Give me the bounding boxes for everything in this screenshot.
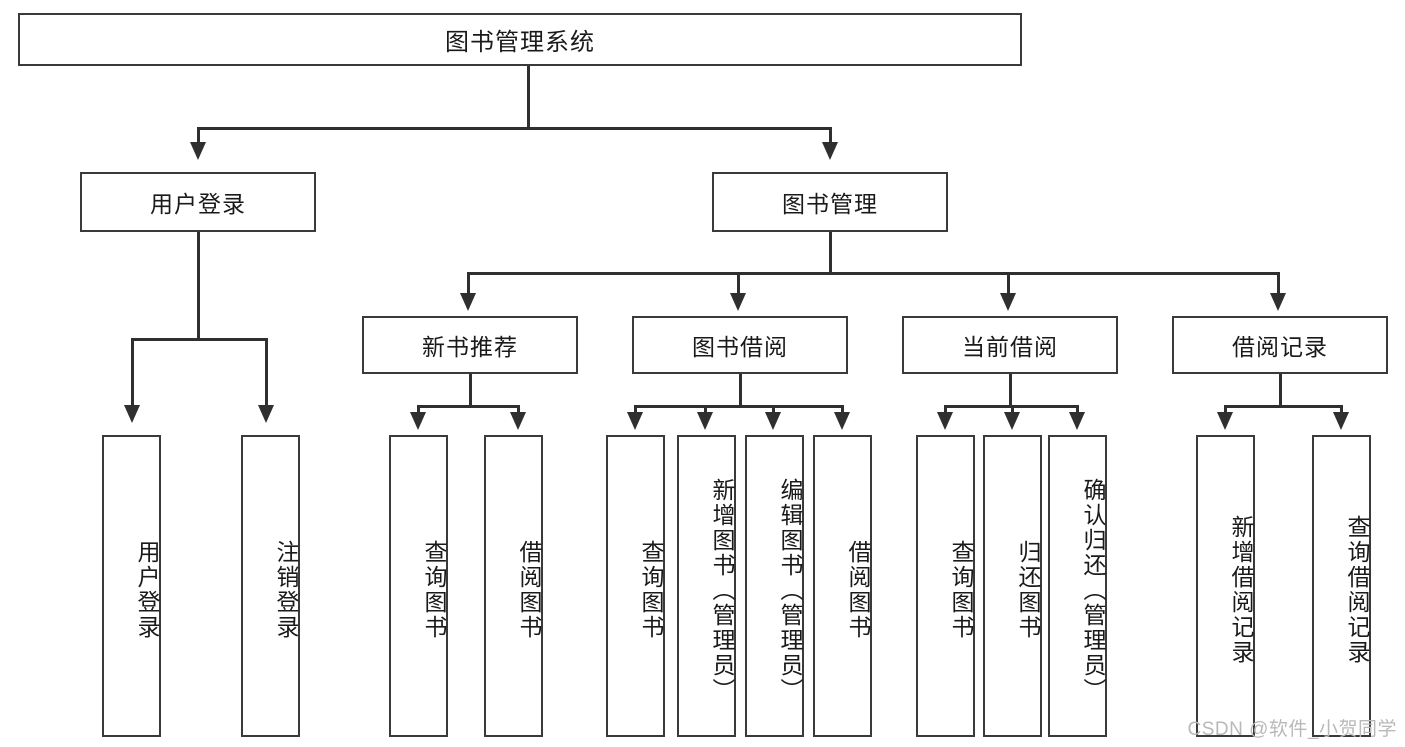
leaf-query-book-current[interactable]: 查询图书 — [916, 435, 975, 737]
connector-user-login-bus — [131, 338, 267, 341]
connector-root-stem — [527, 66, 530, 129]
watermark-text: CSDN @软件_小贺同学 — [1187, 719, 1397, 740]
connector-level3-drop-1 — [467, 272, 470, 294]
connector-borrow-bus — [634, 405, 843, 408]
leaf-user-login[interactable]: 用户登录 — [102, 435, 161, 737]
node-label: 图书借阅 — [692, 334, 788, 360]
leaf-label: 借阅图书 — [516, 540, 542, 640]
arrow-to-leaf-query-book-2 — [627, 412, 643, 430]
leaf-borrow-book-recommend[interactable]: 借阅图书 — [484, 435, 543, 737]
connector-level3-drop-4 — [1277, 272, 1280, 294]
arrow-to-leaf-return-book — [1004, 412, 1020, 430]
leaf-label: 查询图书 — [638, 540, 664, 640]
node-label: 用户登录 — [150, 191, 246, 217]
leaf-add-book-admin[interactable]: 新增图书（管理员） — [677, 435, 736, 737]
arrow-to-leaf-query-book-3 — [937, 412, 953, 430]
arrow-to-user-login — [190, 142, 206, 160]
leaf-label: 查询借阅记录 — [1344, 515, 1370, 665]
arrow-to-leaf-add-book — [697, 412, 713, 430]
arrow-to-leaf-edit-book — [765, 412, 781, 430]
arrow-to-book-borrow — [730, 293, 746, 311]
connector-user-login-stem — [197, 232, 200, 340]
connector-book-mgmt-stem — [829, 232, 832, 274]
node-user-login[interactable]: 用户登录 — [80, 172, 316, 232]
connector-root-bus — [197, 127, 831, 130]
arrow-to-leaf-query-book-1 — [410, 412, 426, 430]
leaf-label: 新增图书（管理员） — [709, 477, 735, 703]
connector-recommend-bus — [417, 405, 519, 408]
leaf-confirm-return-admin[interactable]: 确认归还（管理员） — [1048, 435, 1107, 737]
connector-level3-drop-2 — [737, 272, 740, 294]
leaf-label: 确认归还（管理员） — [1080, 477, 1106, 703]
node-label: 新书推荐 — [422, 334, 518, 360]
node-current-borrow[interactable]: 当前借阅 — [902, 316, 1118, 374]
leaf-edit-book-admin[interactable]: 编辑图书（管理员） — [745, 435, 804, 737]
arrow-to-leaf-add-record — [1217, 412, 1233, 430]
leaf-query-borrow-record[interactable]: 查询借阅记录 — [1312, 435, 1371, 737]
connector-borrow-drop-3 — [772, 405, 775, 413]
node-label: 图书管理系统 — [445, 29, 595, 56]
leaf-label: 查询图书 — [421, 540, 447, 640]
arrow-to-new-book-recommend — [460, 293, 476, 311]
connector-borrow-drop-2 — [704, 405, 707, 413]
arrow-to-borrow-record — [1270, 293, 1286, 311]
connector-root-drop-left — [197, 127, 200, 143]
leaf-borrow-book[interactable]: 借阅图书 — [813, 435, 872, 737]
leaf-label: 用户登录 — [134, 540, 160, 640]
connector-current-drop-1 — [944, 405, 947, 413]
node-book-borrow[interactable]: 图书借阅 — [632, 316, 848, 374]
leaf-label: 新增借阅记录 — [1228, 515, 1254, 665]
arrow-to-leaf-logout — [258, 405, 274, 423]
arrow-to-book-management — [822, 142, 838, 160]
leaf-query-book-borrow[interactable]: 查询图书 — [606, 435, 665, 737]
connector-root-drop-right — [829, 127, 832, 143]
arrow-to-leaf-borrow-book-2 — [834, 412, 850, 430]
node-book-management[interactable]: 图书管理 — [712, 172, 948, 232]
leaf-label: 归还图书 — [1015, 540, 1041, 640]
node-label: 当前借阅 — [962, 334, 1058, 360]
connector-recommend-drop-1 — [417, 405, 420, 413]
connector-user-login-drop-1 — [131, 338, 134, 406]
leaf-label: 查询图书 — [948, 540, 974, 640]
arrow-to-leaf-user-login — [124, 405, 140, 423]
connector-borrow-drop-4 — [841, 405, 844, 413]
node-borrow-record[interactable]: 借阅记录 — [1172, 316, 1388, 374]
node-label: 图书管理 — [782, 191, 878, 217]
arrow-to-leaf-query-record — [1333, 412, 1349, 430]
node-new-book-recommend[interactable]: 新书推荐 — [362, 316, 578, 374]
leaf-return-book[interactable]: 归还图书 — [983, 435, 1042, 737]
connector-current-stem — [1009, 374, 1012, 407]
leaf-label: 注销登录 — [273, 540, 299, 640]
arrow-to-leaf-borrow-book-1 — [510, 412, 526, 430]
connector-level3-bus — [467, 272, 1279, 275]
connector-record-bus — [1224, 405, 1342, 408]
connector-user-login-drop-2 — [265, 338, 268, 406]
connector-current-drop-2 — [1011, 405, 1014, 413]
connector-record-drop-2 — [1340, 405, 1343, 413]
connector-current-drop-3 — [1076, 405, 1079, 413]
leaf-add-borrow-record[interactable]: 新增借阅记录 — [1196, 435, 1255, 737]
leaf-label: 借阅图书 — [845, 540, 871, 640]
node-label: 借阅记录 — [1232, 334, 1328, 360]
connector-borrow-drop-1 — [634, 405, 637, 413]
node-root-system[interactable]: 图书管理系统 — [18, 13, 1022, 66]
connector-record-drop-1 — [1224, 405, 1227, 413]
leaf-query-book-recommend[interactable]: 查询图书 — [389, 435, 448, 737]
leaf-label: 编辑图书（管理员） — [777, 477, 803, 703]
leaf-logout[interactable]: 注销登录 — [241, 435, 300, 737]
connector-level3-drop-3 — [1007, 272, 1010, 294]
arrow-to-current-borrow — [1000, 293, 1016, 311]
connector-recommend-drop-2 — [517, 405, 520, 413]
connector-recommend-stem — [469, 374, 472, 407]
arrow-to-leaf-confirm-return — [1069, 412, 1085, 430]
connector-borrow-stem — [739, 374, 742, 407]
connector-record-stem — [1279, 374, 1282, 407]
